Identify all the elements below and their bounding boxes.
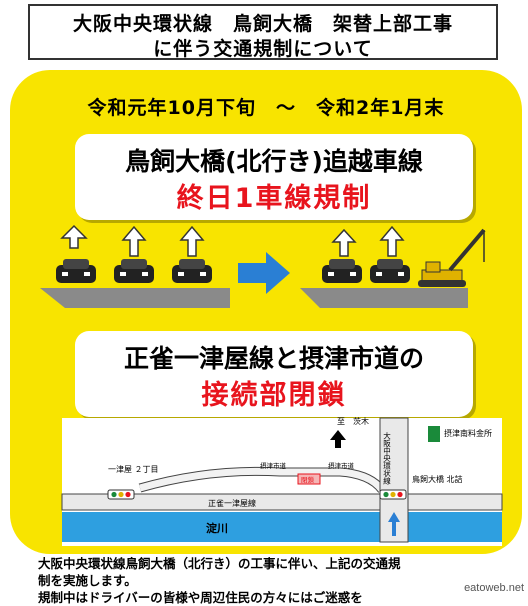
lane-arrow-up-2: [179, 225, 205, 257]
lane-restriction-emphasis: 終日1車線規制: [176, 183, 372, 214]
notice-panel: 令和元年10月下旬 ～ 令和2年1月末 鳥飼大橋(北行き)追越車線 終日1車線規…: [10, 70, 522, 554]
title-box: 大阪中央環状線 鳥飼大橋 架替上部工事 に伴う交通規制について: [28, 4, 498, 60]
car-icon: [56, 259, 96, 283]
tollgate-marker: [428, 426, 440, 442]
lane-restriction-heading: 鳥飼大橋(北行き)追越車線: [125, 147, 423, 176]
lane-arrow-merge-icon: [331, 228, 357, 257]
lane-arrow-up-3: [379, 225, 405, 257]
description-line-1: 大阪中央環状線鳥飼大橋（北行き）の工事に伴い、上記の交通規: [38, 556, 401, 571]
watermark: eatoweb.net: [464, 582, 524, 594]
transition-arrow-icon: [238, 252, 290, 294]
car-icon: [114, 259, 154, 283]
ring-road-label: 大阪中央環状線: [382, 431, 391, 485]
bridge-north-label: 鳥飼大橋 北詰: [412, 474, 463, 484]
traffic-light-icon: [107, 489, 135, 500]
lane-restriction-card: 鳥飼大橋(北行き)追越車線 終日1車線規制: [75, 134, 473, 220]
closure-heading: 正雀一津屋線と摂津市道の: [123, 344, 424, 373]
description: 大阪中央環状線鳥飼大橋（北行き）の工事に伴い、上記の交通規 制を実施します。 規…: [38, 555, 508, 606]
to-ibaraki-label: 至 茨木: [337, 416, 369, 426]
traffic-light-icon: [379, 489, 407, 500]
road-after: [300, 288, 468, 308]
river-label: 淀川: [206, 521, 228, 535]
closure-emphasis: 接続部閉鎖: [201, 380, 347, 411]
car-icon: [172, 259, 212, 283]
hitotsuya-label: 一津屋 ２丁目: [108, 464, 159, 474]
lane-arrow-left-turn: [60, 224, 88, 249]
lane-diagram: [40, 224, 486, 308]
description-line-3: 規制中はドライバーの皆様や周辺住民の方々にはご迷惑を: [38, 590, 363, 605]
ring-road: [379, 417, 409, 543]
road-before: [40, 288, 230, 308]
city-road-label-right: 摂津市道: [328, 461, 355, 470]
site-map: 至 茨木 摂津南料金所 一津屋 ２丁目 摂津市道 摂津市道 閉鎖 正雀一津屋線 …: [61, 416, 503, 546]
closure-card: 正雀一津屋線と摂津市道の 接続部閉鎖: [75, 331, 473, 417]
car-icon: [370, 259, 410, 283]
car-icon: [322, 259, 362, 283]
river: [62, 512, 502, 542]
closure-mark: [297, 473, 321, 485]
title-line-1: 大阪中央環状線 鳥飼大橋 架替上部工事: [72, 13, 453, 35]
crane-icon: [418, 228, 486, 287]
tollgate-label: 摂津南料金所: [444, 428, 492, 438]
shojaku-line-label: 正雀一津屋線: [208, 498, 256, 508]
period-text: 令和元年10月下旬 ～ 令和2年1月末: [87, 97, 445, 119]
closed-label: 閉鎖: [301, 475, 315, 484]
north-arrow-icon: [330, 430, 346, 448]
lane-arrow-up-1: [121, 225, 147, 257]
title-line-2: に伴う交通規制について: [153, 38, 373, 60]
northbound-arrow-icon: [388, 512, 400, 536]
description-line-2: 制を実施します。: [38, 573, 137, 588]
city-road-label-left: 摂津市道: [260, 461, 287, 470]
